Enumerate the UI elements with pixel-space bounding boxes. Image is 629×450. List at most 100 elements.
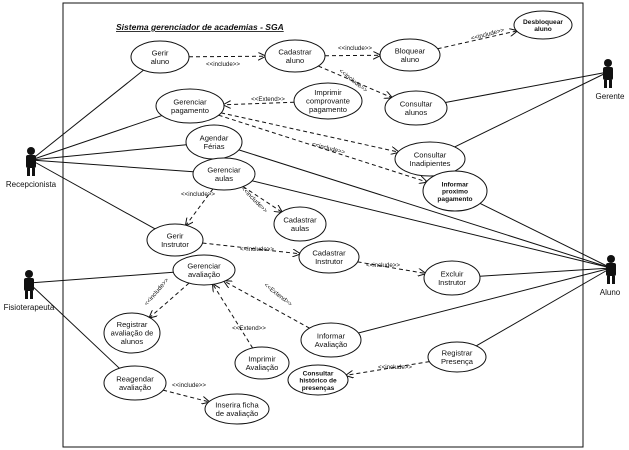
actor-aluno[interactable]: Aluno <box>600 255 621 297</box>
association-line <box>30 115 163 161</box>
association-line <box>445 71 609 103</box>
use-case-label: alunos <box>121 337 144 346</box>
actor-name: Gerente <box>596 92 625 101</box>
use-case-label: Gerir <box>167 231 184 240</box>
association-line <box>358 267 612 334</box>
actor-gerente[interactable]: Gerente <box>596 59 625 101</box>
actor-body-icon <box>26 155 36 168</box>
actor-leg-icon <box>609 80 612 88</box>
use-case-ellipse <box>384 90 448 126</box>
actor-leg-icon <box>32 168 35 176</box>
dependency-arrow <box>357 261 425 274</box>
use-case-label: histórico de <box>299 378 337 385</box>
use-case-label: Registrar <box>117 320 148 329</box>
actor-fisioterapeuta[interactable]: Fisioterapeuta <box>4 270 55 312</box>
use-case-label: Instrutor <box>161 240 189 249</box>
use-case-label: Reagendar <box>116 374 154 383</box>
actor-head-icon <box>27 147 35 155</box>
association-line <box>30 144 187 161</box>
use-case-label: Agendar <box>200 133 229 142</box>
use-case-label: comprovante <box>306 97 350 106</box>
use-case-label: Desbloquear <box>523 19 563 26</box>
dependency-arrow <box>218 114 427 182</box>
relationship-label: <<include>> <box>311 141 346 156</box>
association-line <box>28 271 174 284</box>
use-case-label: Inserira ficha <box>215 400 259 409</box>
use-case-label: Cadastrar <box>312 248 346 257</box>
use-case-label: Bloquear <box>395 46 426 55</box>
use-case-label: Consultar <box>400 99 433 108</box>
use-case-ellipse <box>422 170 488 212</box>
use-case-label: presenças <box>302 385 335 392</box>
actor-name: Fisioterapeuta <box>4 303 55 312</box>
actor-name: Aluno <box>600 288 621 297</box>
use-case-label: de avaliação <box>216 409 259 418</box>
use-case-ellipse <box>155 88 225 124</box>
use-case-label: pagamento <box>171 106 209 115</box>
association-line <box>476 267 612 347</box>
association-line <box>479 267 612 277</box>
association-line <box>238 149 612 269</box>
use-case-ellipse <box>298 240 360 274</box>
dependency-arrow <box>186 188 214 225</box>
use-case-ellipse <box>146 223 204 257</box>
use-case-label: Informar <box>317 331 346 340</box>
use-case-ellipse <box>103 312 161 354</box>
dependency-arrow <box>224 102 295 105</box>
use-case-ellipse <box>273 206 327 242</box>
relationship-label: <<Extend>> <box>262 282 293 309</box>
actor-leg-icon <box>25 291 28 299</box>
actor-recepcionista[interactable]: Recepcionista <box>6 147 57 189</box>
use-case-ellipse <box>513 10 573 40</box>
actor-leg-icon <box>612 276 615 284</box>
use-case-label: Imprimir <box>314 88 342 97</box>
use-case-label: Consultar <box>414 150 447 159</box>
actor-body-icon <box>606 263 616 276</box>
dependency-arrow <box>162 389 209 402</box>
use-case-label: Gerenciar <box>173 97 207 106</box>
use-case-label: Instrutor <box>315 257 343 266</box>
use-case-label: Cadastrar <box>283 215 317 224</box>
actor-head-icon <box>25 270 33 278</box>
use-case-label: Gerenciar <box>207 165 241 174</box>
use-case-label: Presença <box>441 357 474 366</box>
actor-leg-icon <box>30 291 33 299</box>
use-case-label: avaliação <box>119 383 151 392</box>
use-case-label: avaliação de <box>111 329 154 338</box>
association-line <box>30 159 156 230</box>
actor-body-icon <box>603 67 613 80</box>
dependency-arrow <box>202 242 299 254</box>
dependency-arrow <box>318 65 391 97</box>
actor-body-icon <box>24 278 34 291</box>
use-case-label: Gerir <box>152 48 169 57</box>
use-case-ellipse <box>172 254 236 286</box>
relationship-label: <<include>> <box>470 27 505 43</box>
use-case-label: Imprimir <box>248 354 276 363</box>
dependency-arrow <box>220 112 398 152</box>
use-case-ellipse <box>423 260 481 296</box>
use-case-ellipse <box>264 39 326 73</box>
